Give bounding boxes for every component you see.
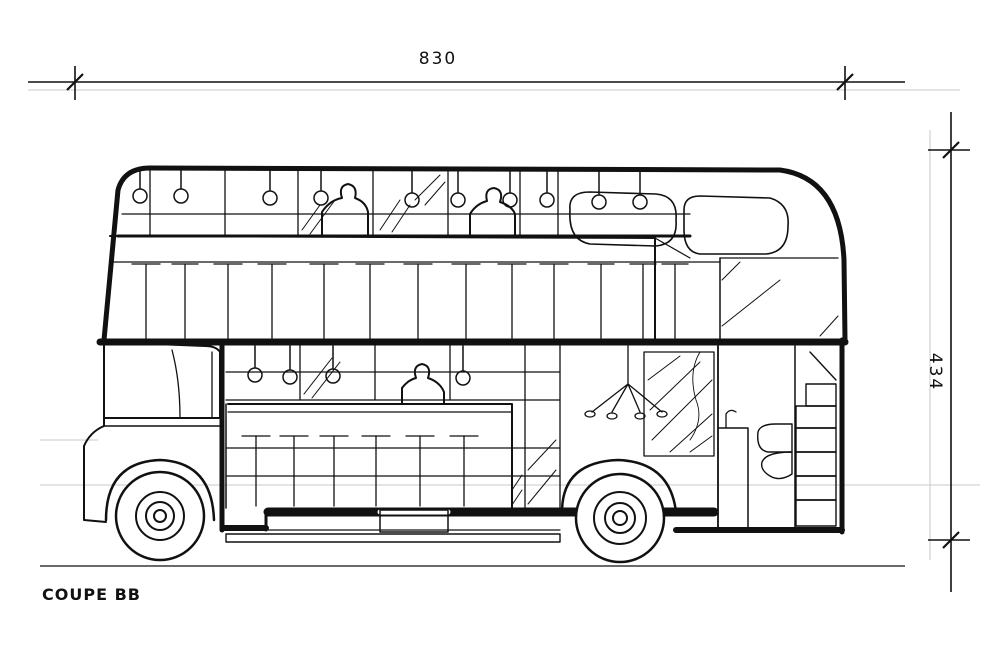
bus-body [83,165,849,543]
toilet-bowl [760,451,793,480]
lower-person [401,363,445,405]
upper-rear-seat [683,195,789,255]
lower-pendant-lamps [247,345,471,386]
upper-pendant-lamps [132,169,648,210]
lower-stools [241,435,479,507]
running-board [225,533,561,543]
faint-guide-lines [28,89,980,560]
rear-wheel-arch [560,458,678,514]
front-wheel-arch [104,458,216,522]
front-wheel [114,470,206,562]
sink-counter [717,427,749,529]
upper-stools [131,263,689,339]
tap [725,409,737,429]
lower-counter [227,403,513,509]
length-dimension-value: 830 [419,49,457,69]
rear-wheel [574,472,666,564]
lower-glass-hatching [303,357,557,506]
toilet-tank [757,423,793,453]
upper-rear-bench [569,191,677,247]
upper-window-grid [149,169,559,237]
height-dimension-value: 434 [925,353,945,391]
upper-person-1 [321,183,369,237]
entry-step [379,509,449,533]
rear-stairs [795,351,837,527]
section-caption: COUPE BB [42,585,141,604]
height-dimension [928,112,970,592]
length-dimension [28,66,905,100]
lower-window-grid [225,343,561,511]
chandelier [584,345,668,420]
glazed-partition [643,351,715,457]
upper-deck-shell [101,165,848,343]
upper-person-2 [469,187,516,237]
